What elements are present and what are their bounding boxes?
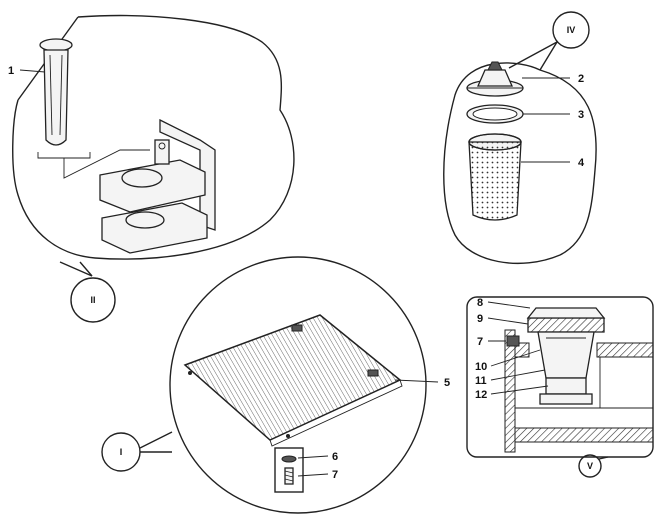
part-label-2: 2 bbox=[578, 73, 584, 85]
callout-v-label: V bbox=[587, 461, 593, 471]
strainer-cap bbox=[466, 61, 524, 97]
callout-ii bbox=[70, 277, 116, 323]
fastener-inset bbox=[274, 447, 304, 493]
leader-1 bbox=[19, 69, 46, 73]
callout-ii-label: II bbox=[90, 295, 95, 305]
leader-7 bbox=[297, 473, 329, 477]
callout-v bbox=[578, 454, 602, 478]
leader-9 bbox=[487, 317, 529, 325]
sleeve-part bbox=[39, 38, 73, 146]
view-ii-detail: 1 II bbox=[8, 14, 295, 323]
view-v-section: 8 9 7 10 11 12 V bbox=[466, 296, 654, 478]
leader-10 bbox=[490, 349, 541, 367]
part-label-11: 11 bbox=[475, 375, 487, 387]
part-label-4: 4 bbox=[578, 157, 585, 169]
leader-6 bbox=[297, 455, 329, 459]
part-label-7: 7 bbox=[332, 469, 338, 481]
grating-plate bbox=[183, 314, 403, 447]
leader-11 bbox=[490, 369, 546, 381]
callout-i-label: I bbox=[120, 447, 123, 457]
hinge-bracket bbox=[99, 118, 216, 254]
callout-iv-label: IV bbox=[567, 25, 576, 35]
part-label-10: 10 bbox=[475, 361, 487, 373]
part-label-12: 12 bbox=[475, 389, 487, 401]
view-iv-detail: IV 2 3 4 bbox=[443, 11, 597, 265]
part-label-6: 6 bbox=[332, 451, 338, 463]
leader-12 bbox=[490, 385, 549, 395]
part-label-3: 3 bbox=[578, 109, 584, 121]
gasket-ring bbox=[466, 104, 524, 124]
part-label-8: 8 bbox=[477, 297, 483, 309]
drain-assembly bbox=[506, 307, 606, 405]
part-label-1: 1 bbox=[8, 65, 14, 77]
part-label-7b: 7 bbox=[477, 336, 483, 348]
view-i-detail: 5 6 7 I bbox=[101, 256, 450, 514]
perforated-basket bbox=[468, 133, 522, 221]
callout-iv bbox=[552, 11, 590, 49]
part-label-9: 9 bbox=[477, 313, 483, 325]
part-label-5: 5 bbox=[444, 377, 450, 389]
leader-8 bbox=[487, 301, 531, 309]
leader-5 bbox=[394, 379, 439, 383]
